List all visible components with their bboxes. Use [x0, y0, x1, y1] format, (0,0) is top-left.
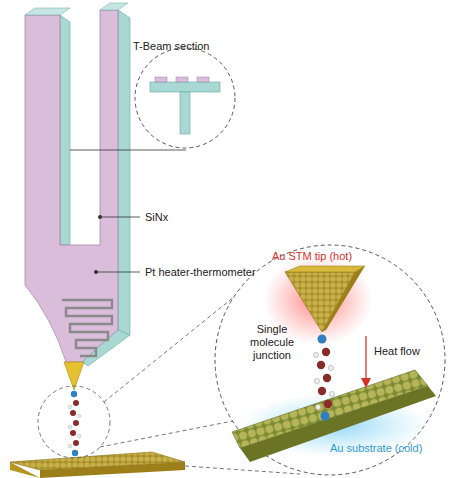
label-text: Au substrate (cold) — [330, 442, 440, 455]
leader-line — [100, 217, 140, 218]
label-text: SiNx — [145, 211, 205, 224]
label-text: Au STM tip (hot) — [272, 250, 402, 263]
label-text: T-Beam section — [133, 40, 243, 53]
leader-dot — [94, 270, 98, 274]
substrate — [10, 452, 185, 478]
leader-line — [96, 272, 140, 273]
cantilever — [25, 3, 130, 390]
label-text: Single molecule junction — [240, 323, 304, 362]
leader-dot — [98, 215, 102, 219]
zoom-circle — [215, 245, 445, 475]
t-beam-callout — [70, 48, 235, 150]
label-text: Heat flow — [374, 345, 444, 358]
label-text: Pt heater-thermometer — [145, 266, 285, 279]
molecule-chain — [68, 391, 81, 456]
zoom-detail — [232, 255, 436, 462]
